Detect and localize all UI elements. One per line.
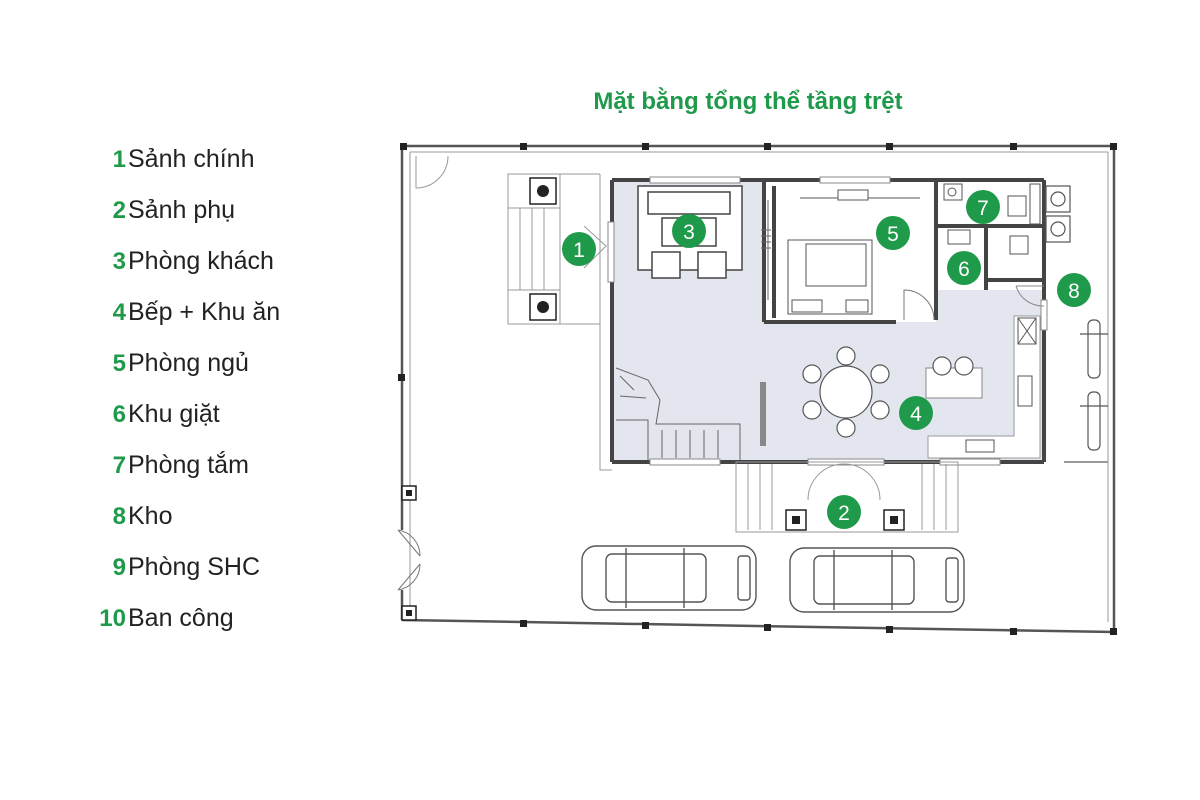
gate-posts — [401, 485, 417, 621]
legend-label: Sảnh phụ — [128, 196, 236, 224]
legend-label: Bếp + Khu ăn — [128, 298, 281, 326]
rear-lobby-columns — [785, 509, 905, 531]
dining-set — [802, 346, 974, 438]
room-marker-2: 2 — [827, 495, 861, 529]
room-marker-1: 1 — [562, 232, 596, 266]
boundary-posts — [398, 143, 1117, 635]
room-marker-7: 7 — [966, 190, 1000, 224]
legend-label: Phòng ngủ — [128, 349, 249, 377]
living-sofa-set — [637, 185, 743, 279]
legend-number: 3 — [112, 247, 126, 275]
legend-number: 5 — [112, 349, 126, 377]
left-gate — [397, 529, 421, 591]
bathroom-fixtures — [943, 183, 1041, 255]
legend-label: Phòng tắm — [128, 451, 249, 479]
room-marker-6: 6 — [947, 251, 981, 285]
bed — [787, 189, 920, 315]
legend-label: Kho — [128, 502, 173, 530]
room-marker-4: 4 — [899, 396, 933, 430]
room-markers: 1 2 3 4 5 6 7 8 — [562, 190, 1091, 529]
svg-text:1: 1 — [573, 239, 585, 262]
legend-number: 8 — [112, 502, 126, 530]
svg-text:4: 4 — [910, 403, 922, 426]
partition — [760, 382, 766, 446]
legend-label: Khu giặt — [128, 400, 220, 428]
wardrobe — [761, 200, 771, 300]
legend-label: Phòng SHC — [128, 553, 261, 581]
gate-swing-top — [415, 155, 449, 189]
legend-label: Ban công — [128, 604, 234, 632]
washer-dryer — [1045, 185, 1071, 243]
motorbikes — [1080, 319, 1108, 451]
legend-number: 1 — [112, 145, 126, 173]
svg-text:8: 8 — [1068, 280, 1080, 303]
lobby-columns — [529, 177, 557, 321]
legend-number: 7 — [112, 451, 126, 479]
main-lobby-steps — [507, 173, 612, 471]
svg-text:6: 6 — [958, 258, 970, 281]
staircase — [615, 367, 741, 460]
room-marker-5: 5 — [876, 216, 910, 250]
rear-lobby-steps — [735, 461, 959, 533]
room-marker-3: 3 — [672, 214, 706, 248]
legend-number: 6 — [112, 400, 126, 428]
room-marker-8: 8 — [1057, 273, 1091, 307]
legend-number: 2 — [112, 196, 126, 224]
svg-text:7: 7 — [977, 197, 989, 220]
bedroom-door — [903, 289, 935, 321]
legend-number: 10 — [99, 604, 126, 632]
car-right — [789, 547, 965, 613]
svg-text:3: 3 — [683, 221, 695, 244]
legend-number: 4 — [112, 298, 126, 326]
legend-number: 9 — [112, 553, 126, 581]
svg-text:2: 2 — [838, 502, 850, 525]
kitchen-island — [925, 367, 983, 399]
svg-text:5: 5 — [887, 223, 899, 246]
diagram-title: Mặt bằng tổng thể tầng trệt — [593, 88, 903, 115]
storage-door — [1015, 285, 1045, 307]
kitchen-appliances — [965, 317, 1037, 453]
car-left — [581, 545, 757, 611]
legend-label: Sảnh chính — [128, 145, 255, 173]
legend-label: Phòng khách — [128, 247, 274, 275]
interior-walls — [762, 180, 1042, 324]
